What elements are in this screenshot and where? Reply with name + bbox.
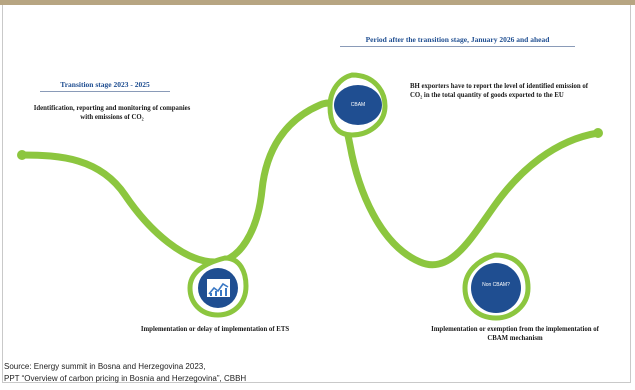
cbam-caption: Implementation or exemption from the imp…: [431, 326, 599, 342]
non-cbam-node: [471, 263, 521, 313]
cbam-label: CBAM: [350, 102, 366, 108]
stage2-description: BH exporters have to report the level of…: [410, 83, 589, 99]
stage1-underline: [40, 91, 170, 92]
stage2-underline: [340, 46, 575, 47]
line-chart-icon: [207, 279, 230, 297]
end-dot: [593, 128, 603, 138]
non-cbam-label: Non CBAM?: [482, 282, 510, 288]
ets-caption: Implementation or delay of implementatio…: [140, 326, 290, 333]
stage2-heading: Period after the transition stage, Janua…: [365, 35, 550, 44]
cbam-node: [334, 85, 382, 125]
stage1-heading: Transition stage 2023 - 2025: [60, 80, 150, 89]
slide-frame: [2, 5, 631, 383]
roadmap-path: [18, 99, 602, 269]
stage1-description: Identification, reporting and monitoring…: [33, 105, 191, 121]
source-line-1: Source: Energy summit in Bosna and Herze…: [4, 362, 206, 371]
top-accent-bar: [0, 0, 635, 5]
source-line-2: PPT “Overview of carbon pricing in Bosni…: [4, 374, 247, 383]
